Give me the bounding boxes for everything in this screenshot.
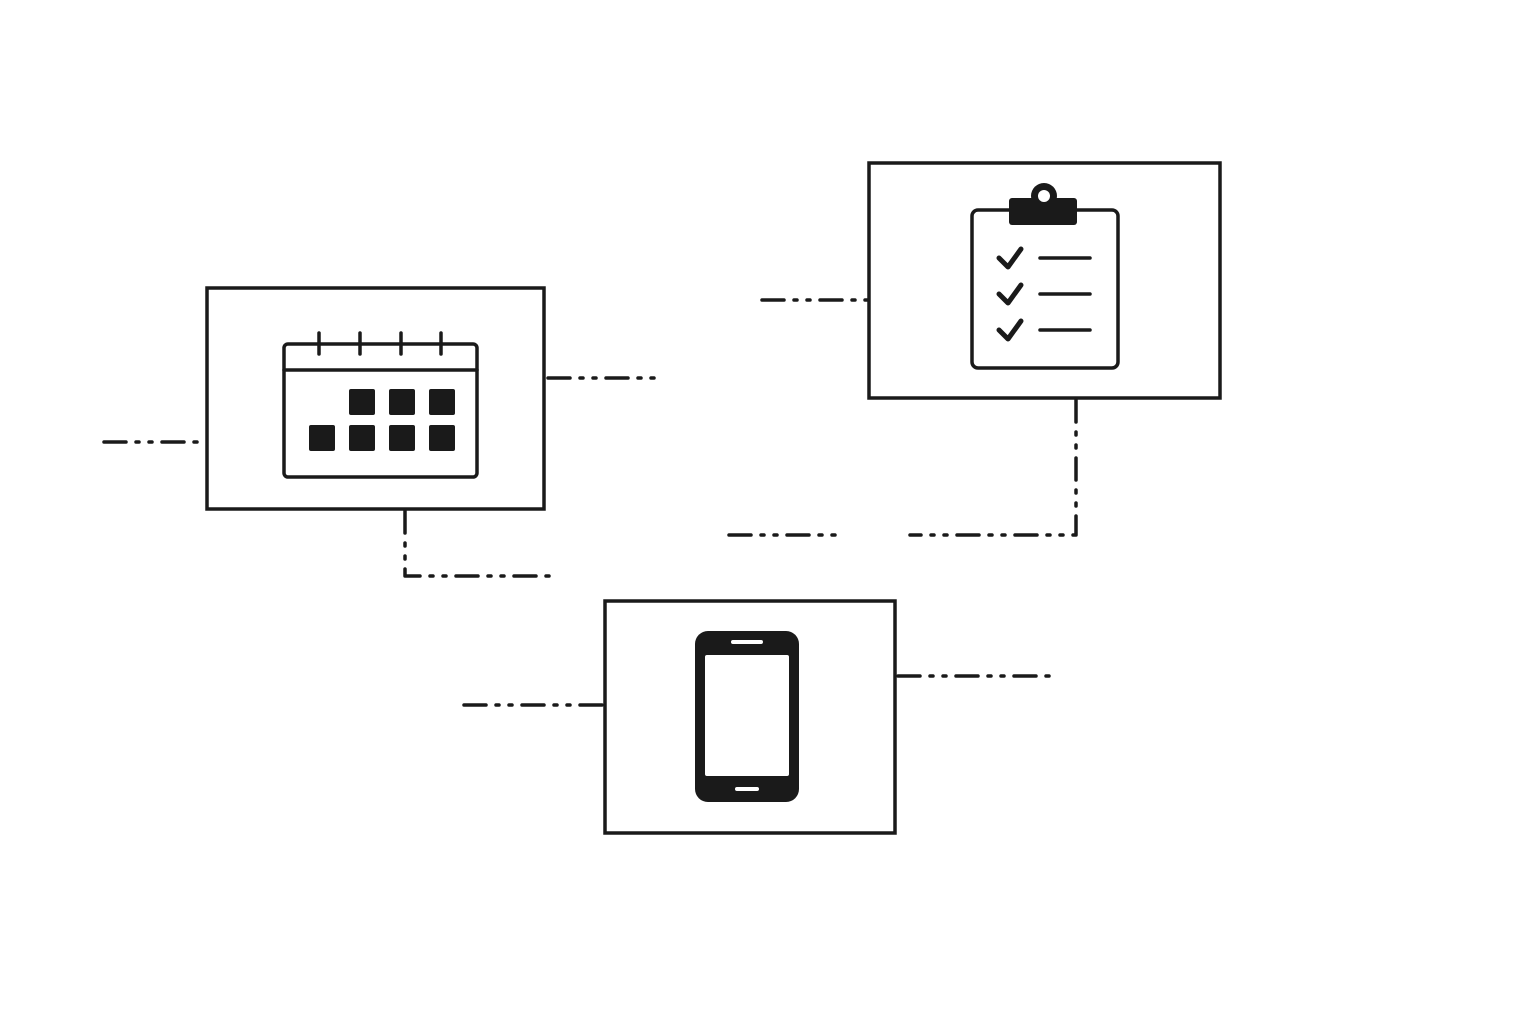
calendar-bottom-link xyxy=(403,509,551,578)
connectors xyxy=(102,298,1078,707)
calendar-box xyxy=(205,286,546,511)
clipboard-checklist-icon xyxy=(970,183,1120,370)
checklist-bottom-link xyxy=(908,398,1078,537)
smartphone-icon xyxy=(695,631,799,802)
calendar-icon xyxy=(282,331,479,479)
phone-node xyxy=(603,599,897,835)
calendar-node xyxy=(205,286,546,511)
checklist-node xyxy=(867,161,1222,400)
